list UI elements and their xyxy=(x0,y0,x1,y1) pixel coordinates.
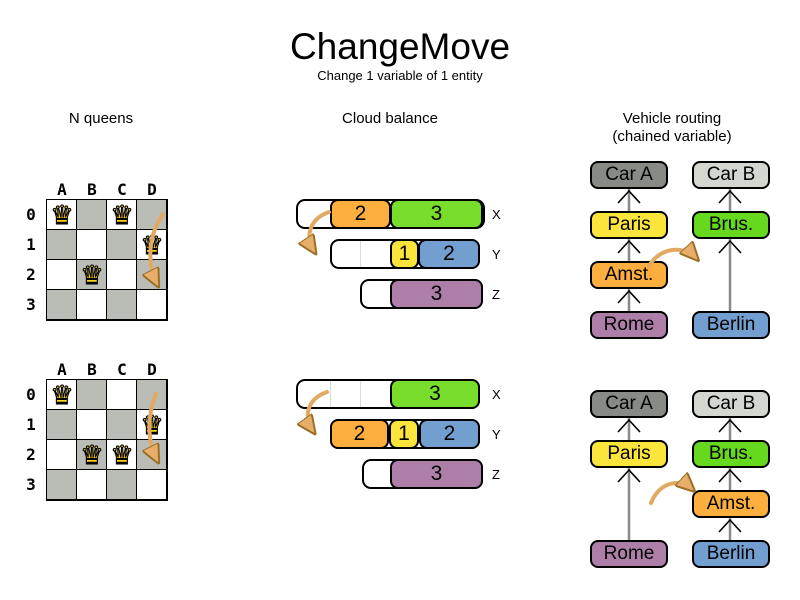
visit-box-brussels: Brus. xyxy=(692,440,770,468)
board-cell xyxy=(107,440,137,470)
computer-label-z: Z xyxy=(492,287,500,302)
queen-icon: ♛ xyxy=(140,229,164,260)
process-block: 1 xyxy=(389,419,419,449)
slot-divider xyxy=(360,241,361,267)
slot-divider xyxy=(360,381,361,407)
board-cell xyxy=(107,290,137,320)
column-label: C xyxy=(117,180,127,199)
board-cell xyxy=(137,260,167,290)
board-cell xyxy=(137,380,167,410)
computer-label-x: X xyxy=(492,207,501,222)
board-cell xyxy=(77,440,107,470)
column-label: A xyxy=(57,360,67,379)
column-label: D xyxy=(147,360,157,379)
board-cell xyxy=(137,440,167,470)
visit-move-arrow-after xyxy=(649,483,692,505)
board-cell xyxy=(77,290,107,320)
process-block: 2 xyxy=(418,239,480,269)
board-cell xyxy=(107,410,137,440)
board-cell xyxy=(47,470,77,500)
column-label: C xyxy=(117,360,127,379)
page-subtitle: Change 1 variable of 1 entity xyxy=(317,68,483,83)
board-cell xyxy=(107,230,137,260)
row-label: 1 xyxy=(26,415,36,434)
board-cell xyxy=(77,200,107,230)
column-label: D xyxy=(147,180,157,199)
queen-icon: ♛ xyxy=(80,439,104,470)
board-cell xyxy=(137,290,167,320)
section-header-nqueens: N queens xyxy=(68,110,134,127)
queen-icon: ♛ xyxy=(110,199,134,230)
slot-divider xyxy=(330,381,331,407)
queen-icon: ♛ xyxy=(140,409,164,440)
board-cell xyxy=(107,380,137,410)
process-block: 1 xyxy=(390,239,419,269)
board-cell xyxy=(137,470,167,500)
board-cell xyxy=(107,200,137,230)
chain-lines-after xyxy=(617,418,742,540)
board-cell xyxy=(107,470,137,500)
visit-box-rome: Rome xyxy=(590,540,668,568)
board-cell xyxy=(47,260,77,290)
board-cell xyxy=(77,470,107,500)
queen-icon: ♛ xyxy=(50,379,74,410)
queen-icon: ♛ xyxy=(80,259,104,290)
column-label: A xyxy=(57,180,67,199)
board-cell xyxy=(107,260,137,290)
process-block: 3 xyxy=(390,199,483,229)
board-cell xyxy=(137,200,167,230)
row-label: 3 xyxy=(26,295,36,314)
process-block: 3 xyxy=(390,279,483,309)
computer-label-x: X xyxy=(492,387,501,402)
section-subheader-chained-variable: (chained variable) xyxy=(612,128,732,145)
vehicle-box-car-b: Car B xyxy=(692,161,770,189)
process-block: 2 xyxy=(419,419,480,449)
computer-label-y: Y xyxy=(492,247,501,262)
process-block: 2 xyxy=(330,419,389,449)
board-cell xyxy=(47,230,77,260)
page-title: ChangeMove xyxy=(289,26,511,67)
row-label: 2 xyxy=(26,445,36,464)
column-label: B xyxy=(87,180,97,199)
board-cell xyxy=(47,410,77,440)
visit-box-amsterdam: Amst. xyxy=(590,261,668,289)
queen-icon: ♛ xyxy=(110,439,134,470)
row-label: 0 xyxy=(26,205,36,224)
visit-box-rome: Rome xyxy=(590,311,668,339)
computer-label-z: Z xyxy=(492,467,500,482)
section-header-cloud-balance: Cloud balance xyxy=(342,110,438,127)
visit-box-brussels: Brus. xyxy=(692,211,770,239)
visit-box-paris: Paris xyxy=(590,440,668,468)
vehicle-box-car-a: Car A xyxy=(590,390,668,418)
visit-box-berlin: Berlin xyxy=(692,540,770,568)
board-cell xyxy=(47,200,77,230)
row-label: 2 xyxy=(26,265,36,284)
visit-box-berlin: Berlin xyxy=(692,311,770,339)
column-label: B xyxy=(87,360,97,379)
visit-box-paris: Paris xyxy=(590,211,668,239)
board-cell xyxy=(77,380,107,410)
row-label: 3 xyxy=(26,475,36,494)
section-header-vehicle-routing: Vehicle routing xyxy=(622,110,722,127)
process-block: 2 xyxy=(330,199,391,229)
row-label: 1 xyxy=(26,235,36,254)
vehicle-box-car-b: Car B xyxy=(692,390,770,418)
board-cell xyxy=(77,260,107,290)
computer-label-y: Y xyxy=(492,427,501,442)
row-label: 0 xyxy=(26,385,36,404)
board-cell xyxy=(47,440,77,470)
process-block: 3 xyxy=(390,459,483,489)
board-cell xyxy=(47,290,77,320)
board-cell xyxy=(47,380,77,410)
chain-lines-before xyxy=(617,189,742,311)
process-block: 3 xyxy=(390,379,480,409)
vehicle-box-car-a: Car A xyxy=(590,161,668,189)
board-cell xyxy=(77,230,107,260)
visit-box-amsterdam: Amst. xyxy=(692,490,770,518)
queen-icon: ♛ xyxy=(50,199,74,230)
board-cell xyxy=(77,410,107,440)
